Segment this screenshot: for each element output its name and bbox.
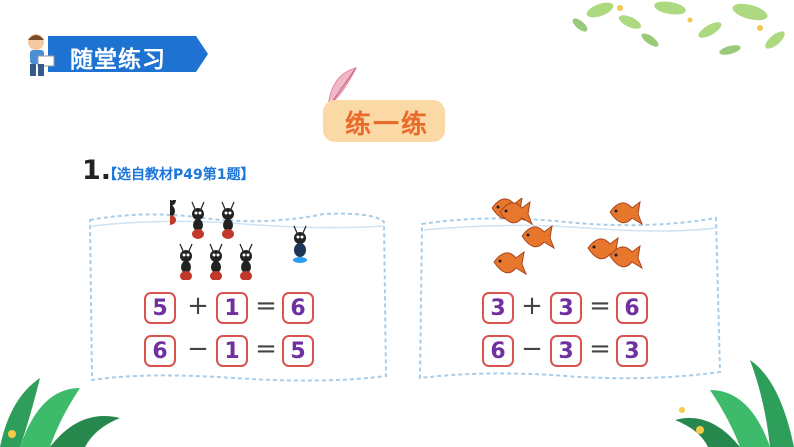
plants-bottom-left-decoration (0, 378, 120, 447)
header-banner (48, 36, 208, 72)
answer-box[interactable]: 3 (616, 335, 648, 367)
number-box[interactable]: 5 (144, 292, 176, 324)
question-number: 1. (82, 155, 112, 186)
section-title: 随堂练习 (70, 47, 166, 73)
foliage-top-right-decoration (572, 1, 785, 55)
number-box[interactable]: 6 (144, 335, 176, 367)
number-box[interactable]: 1 (216, 292, 248, 324)
ants-picture (163, 187, 320, 282)
equals-sign: = (255, 334, 277, 364)
answer-box[interactable]: 6 (616, 292, 648, 324)
answer-box[interactable]: 5 (282, 335, 314, 367)
question-source: 【选自教材P49第1题】 (103, 167, 255, 183)
operator: − (521, 334, 543, 364)
number-box[interactable]: 3 (482, 292, 514, 324)
equals-sign: = (255, 291, 277, 321)
boy-reading-icon (28, 34, 55, 76)
number-box[interactable]: 3 (550, 292, 582, 324)
answer-box[interactable]: 6 (282, 292, 314, 324)
equals-sign: = (589, 334, 611, 364)
practice-badge-label: 练一练 (345, 110, 430, 140)
number-box[interactable]: 3 (550, 335, 582, 367)
operator: + (187, 291, 209, 321)
operator: − (187, 334, 209, 364)
practice-badge (323, 100, 445, 142)
equals-sign: = (589, 291, 611, 321)
plants-bottom-right-decoration (675, 360, 794, 447)
operator: + (521, 291, 543, 321)
fish-picture (491, 196, 652, 282)
number-box[interactable]: 6 (482, 335, 514, 367)
number-box[interactable]: 1 (216, 335, 248, 367)
